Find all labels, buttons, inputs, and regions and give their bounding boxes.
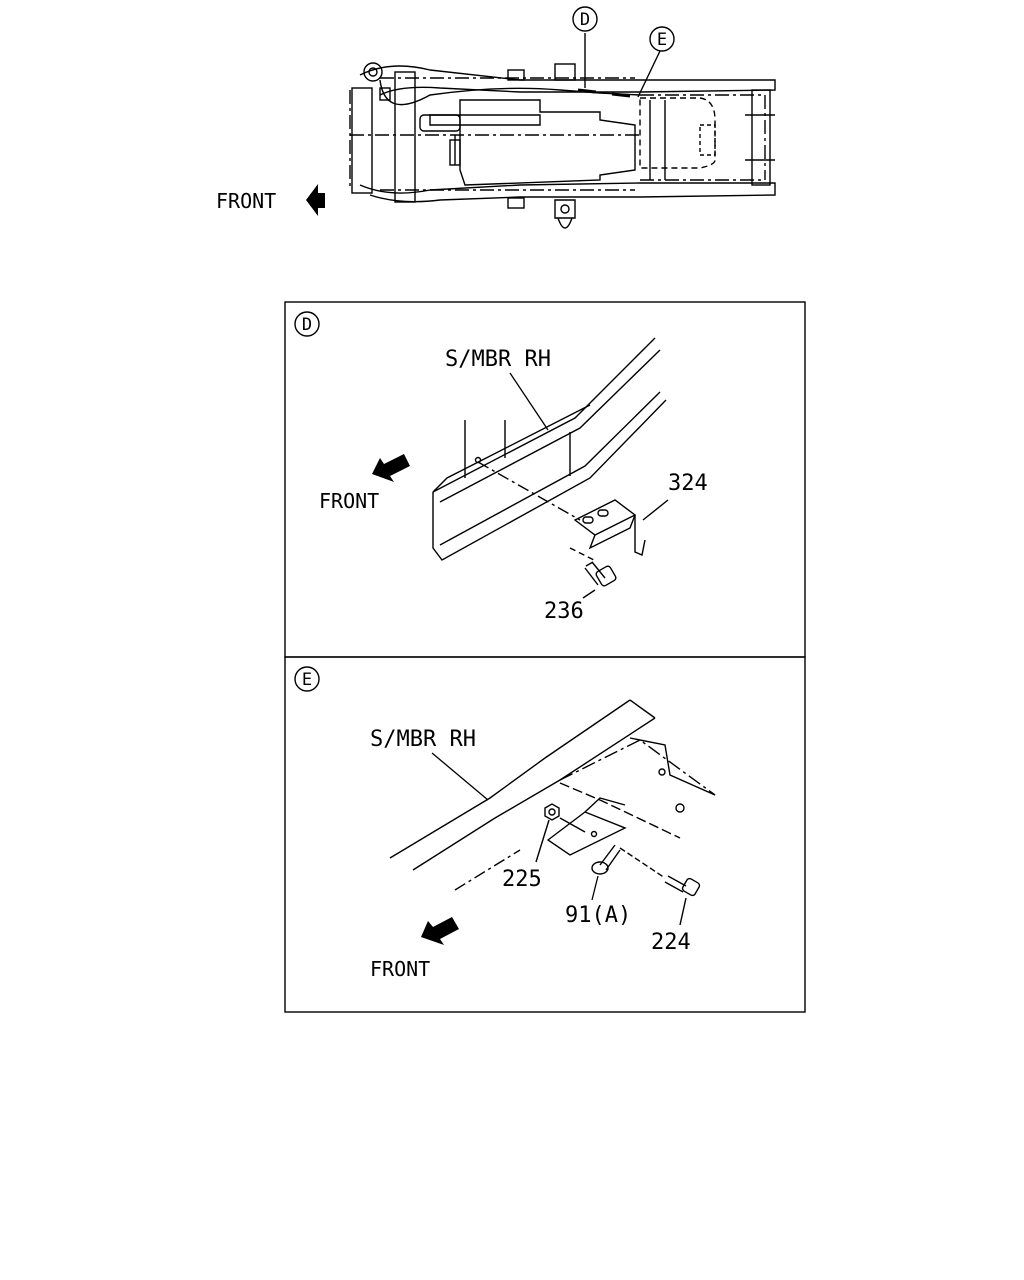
panel-e-member-label: S/MBR RH [370, 727, 476, 752]
panel-d-front-label: FRONT [319, 489, 379, 513]
part-91a-bracket [546, 797, 666, 879]
panel-e-id: E [294, 666, 320, 692]
panel-d-side-member [432, 337, 667, 561]
part-91a-label: 91(A) [565, 903, 631, 928]
panel-d-id-text: D [302, 315, 312, 335]
cable [379, 79, 641, 106]
part-225-label: 225 [502, 867, 542, 892]
front-crossmember [351, 87, 373, 194]
transmission [459, 99, 636, 186]
front-arrow-icon [306, 184, 325, 216]
part-324-bracket [569, 499, 669, 561]
body-outline [349, 77, 766, 191]
panel-e-frame [284, 656, 806, 1013]
frame-rail-upper [359, 65, 776, 96]
rear-housing [639, 97, 716, 169]
panel-e-side-member [389, 699, 716, 891]
callout-d-text: D [580, 10, 590, 30]
part-236-label: 236 [544, 599, 584, 624]
overview-front-label: FRONT [216, 189, 276, 213]
part-236-bolt [582, 561, 617, 599]
overview-callout-d: D [572, 6, 598, 32]
panel-d-id: D [294, 311, 320, 337]
chassis-overview [349, 33, 776, 229]
part-225-nut [535, 803, 586, 863]
panel-e-id-text: E [302, 670, 312, 690]
overview-callout-e: E [649, 26, 675, 52]
callout-e-leader [637, 50, 661, 98]
panel-e-front-arrow-icon [421, 917, 459, 945]
part-224-bolt [664, 875, 701, 926]
panel-d-member-label: S/MBR RH [445, 347, 551, 372]
rear-crossmember [751, 89, 771, 186]
part-324-label: 324 [668, 471, 708, 496]
callout-e-text: E [657, 30, 667, 50]
panel-e-front-label: FRONT [370, 957, 430, 981]
panel-d-front-arrow-icon [372, 454, 410, 482]
frame-rail-lower [359, 182, 776, 203]
part-224-label: 224 [651, 930, 691, 955]
